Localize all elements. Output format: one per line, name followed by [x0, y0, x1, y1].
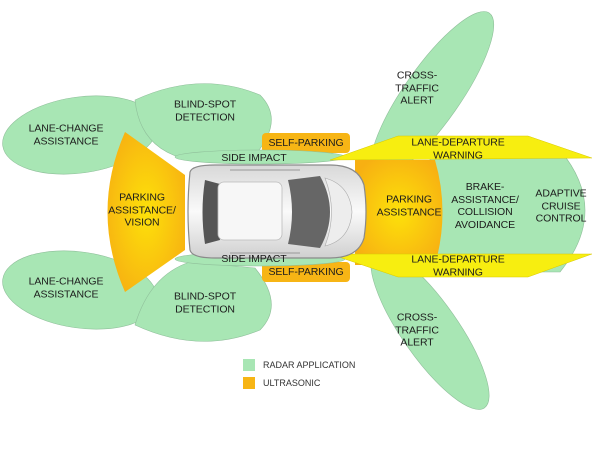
front-parking-zone [355, 160, 443, 265]
adaptive-cruise-label: ADAPTIVE CRUISE CONTROL [535, 187, 587, 225]
self-parking-label-bottom: SELF-PARKING [268, 265, 344, 278]
legend-label-ultrasonic: ULTRASONIC [263, 378, 321, 388]
legend-item-ultrasonic: ULTRASONIC [243, 374, 355, 392]
lane-change-label-top: LANE-CHANGE ASSISTANCE [28, 122, 104, 148]
self-parking-zone-top [262, 133, 350, 153]
blind-spot-label-top: BLIND-SPOT DETECTION [173, 98, 237, 124]
cross-traffic-label-bottom: CROSS- TRAFFIC ALERT [395, 311, 439, 349]
ultrasonic-swatch [243, 377, 255, 389]
side-impact-label-bottom: SIDE IMPACT [221, 252, 287, 265]
legend-label-radar: RADAR APPLICATION [263, 360, 356, 370]
blind-spot-zone-top [134, 83, 272, 161]
lane-departure-label-top: LANE-DEPARTURE WARNING [411, 136, 505, 162]
blind-spot-zone-bottom [134, 261, 272, 342]
lane-departure-zone-top [329, 135, 593, 161]
front-radar-zone [429, 149, 586, 273]
rear-parking-zone [107, 132, 185, 292]
self-parking-zone-bottom [262, 262, 350, 282]
lane-departure-label-bottom: LANE-DEPARTURE WARNING [411, 253, 505, 279]
blind-spot-label-bottom: BLIND-SPOT DETECTION [173, 290, 237, 316]
front-parking-label: PARKING ASSISTANCE [376, 193, 442, 219]
brake-assist-label: BRAKE- ASSISTANCE/ COLLISION AVOIDANCE [451, 181, 519, 231]
side-impact-label-top: SIDE IMPACT [221, 151, 287, 164]
legend-item-radar: RADAR APPLICATION [243, 356, 355, 374]
car-top-view [187, 164, 367, 259]
lane-departure-zone-bottom [329, 253, 593, 278]
cross-traffic-label-top: CROSS- TRAFFIC ALERT [395, 69, 439, 107]
rear-parking-label: PARKING ASSISTANCE/ VISION [108, 191, 176, 229]
lane-change-label-bottom: LANE-CHANGE ASSISTANCE [28, 275, 104, 301]
legend: RADAR APPLICATION ULTRASONIC [243, 356, 355, 392]
self-parking-label-top: SELF-PARKING [268, 136, 344, 149]
radar-swatch [243, 359, 255, 371]
